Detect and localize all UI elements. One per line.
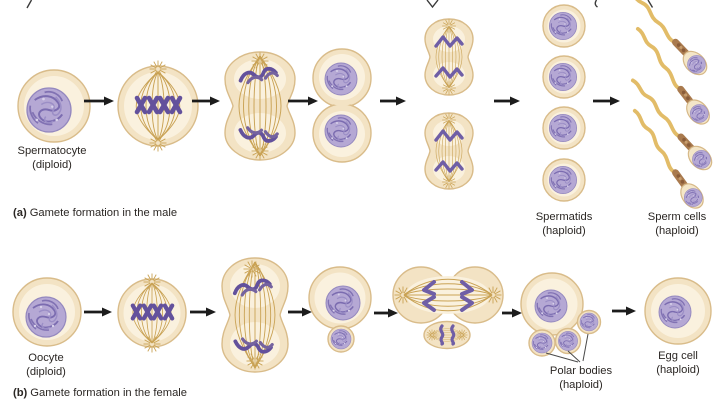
asymmetric-division-cells	[308, 266, 372, 353]
spermatocyte-label-line2: (diploid)	[32, 159, 72, 171]
pointer-line	[582, 333, 589, 362]
spermatids-label-line1: Spermatids	[536, 211, 593, 223]
oocyte-label-line2: (diploid)	[26, 366, 66, 378]
separating-chromosomes	[422, 280, 474, 312]
meiosis1-anaphase-cell-female	[221, 257, 289, 373]
oocyte-nucleus	[25, 296, 67, 338]
dividing-polar-body	[423, 320, 471, 350]
meiosis1-metaphase-cell-male	[117, 60, 199, 152]
egg-cell-label-line1: Egg cell	[658, 350, 698, 362]
egg-cell-label-line2: (haploid)	[656, 364, 700, 376]
cropped-top-marks	[26, 0, 654, 9]
pointer-line	[567, 350, 581, 363]
sperm-cells-group	[627, 0, 717, 213]
sperm-cells-label-line2: (haploid)	[655, 225, 699, 237]
panel-b-caption-text: Gamete formation in the female	[30, 387, 187, 399]
panel-a-caption: (a)Gamete formation in the male	[13, 207, 177, 219]
panel-a-caption-prefix: (a)	[13, 207, 27, 219]
spermatids-label-line2: (haploid)	[542, 225, 586, 237]
egg-cell	[644, 277, 712, 345]
oocyte-label-line1: Oocyte	[28, 352, 63, 364]
polar-bodies-label-line1: Polar bodies	[550, 365, 613, 377]
egg-and-polar-bodies	[520, 272, 602, 363]
spermatids-group	[543, 5, 585, 201]
sperm-cells-label-line1: Sperm cells	[648, 211, 707, 223]
spermatocyte-nucleus	[26, 87, 72, 133]
panel-b-caption: (b)Gamete formation in the female	[13, 387, 187, 399]
oocyte-cell	[12, 277, 82, 347]
spermatocyte-label-line1: Spermatocyte	[17, 145, 86, 157]
panel-a-spermatogenesis: Spermatocyte (diploid) Spermatids (haplo…	[13, 0, 717, 237]
panel-b-oogenesis: Oocyte (diploid) Polar bodies (haploid) …	[12, 257, 712, 399]
meiosis2-dividing-cells-male	[425, 19, 473, 189]
pointer-line	[545, 352, 579, 363]
meiosis1-telophase-cells-male	[312, 48, 372, 163]
meiosis1-anaphase-cell-male	[224, 51, 296, 161]
spermatocyte-cell	[17, 69, 91, 143]
meiosis2-dividing-cell-female	[392, 266, 504, 350]
polar-bodies-label-line2: (haploid)	[559, 379, 603, 391]
panel-b-caption-prefix: (b)	[13, 387, 28, 399]
meiosis1-metaphase-cell-female	[117, 273, 187, 353]
panel-a-caption-text: Gamete formation in the male	[30, 207, 177, 219]
